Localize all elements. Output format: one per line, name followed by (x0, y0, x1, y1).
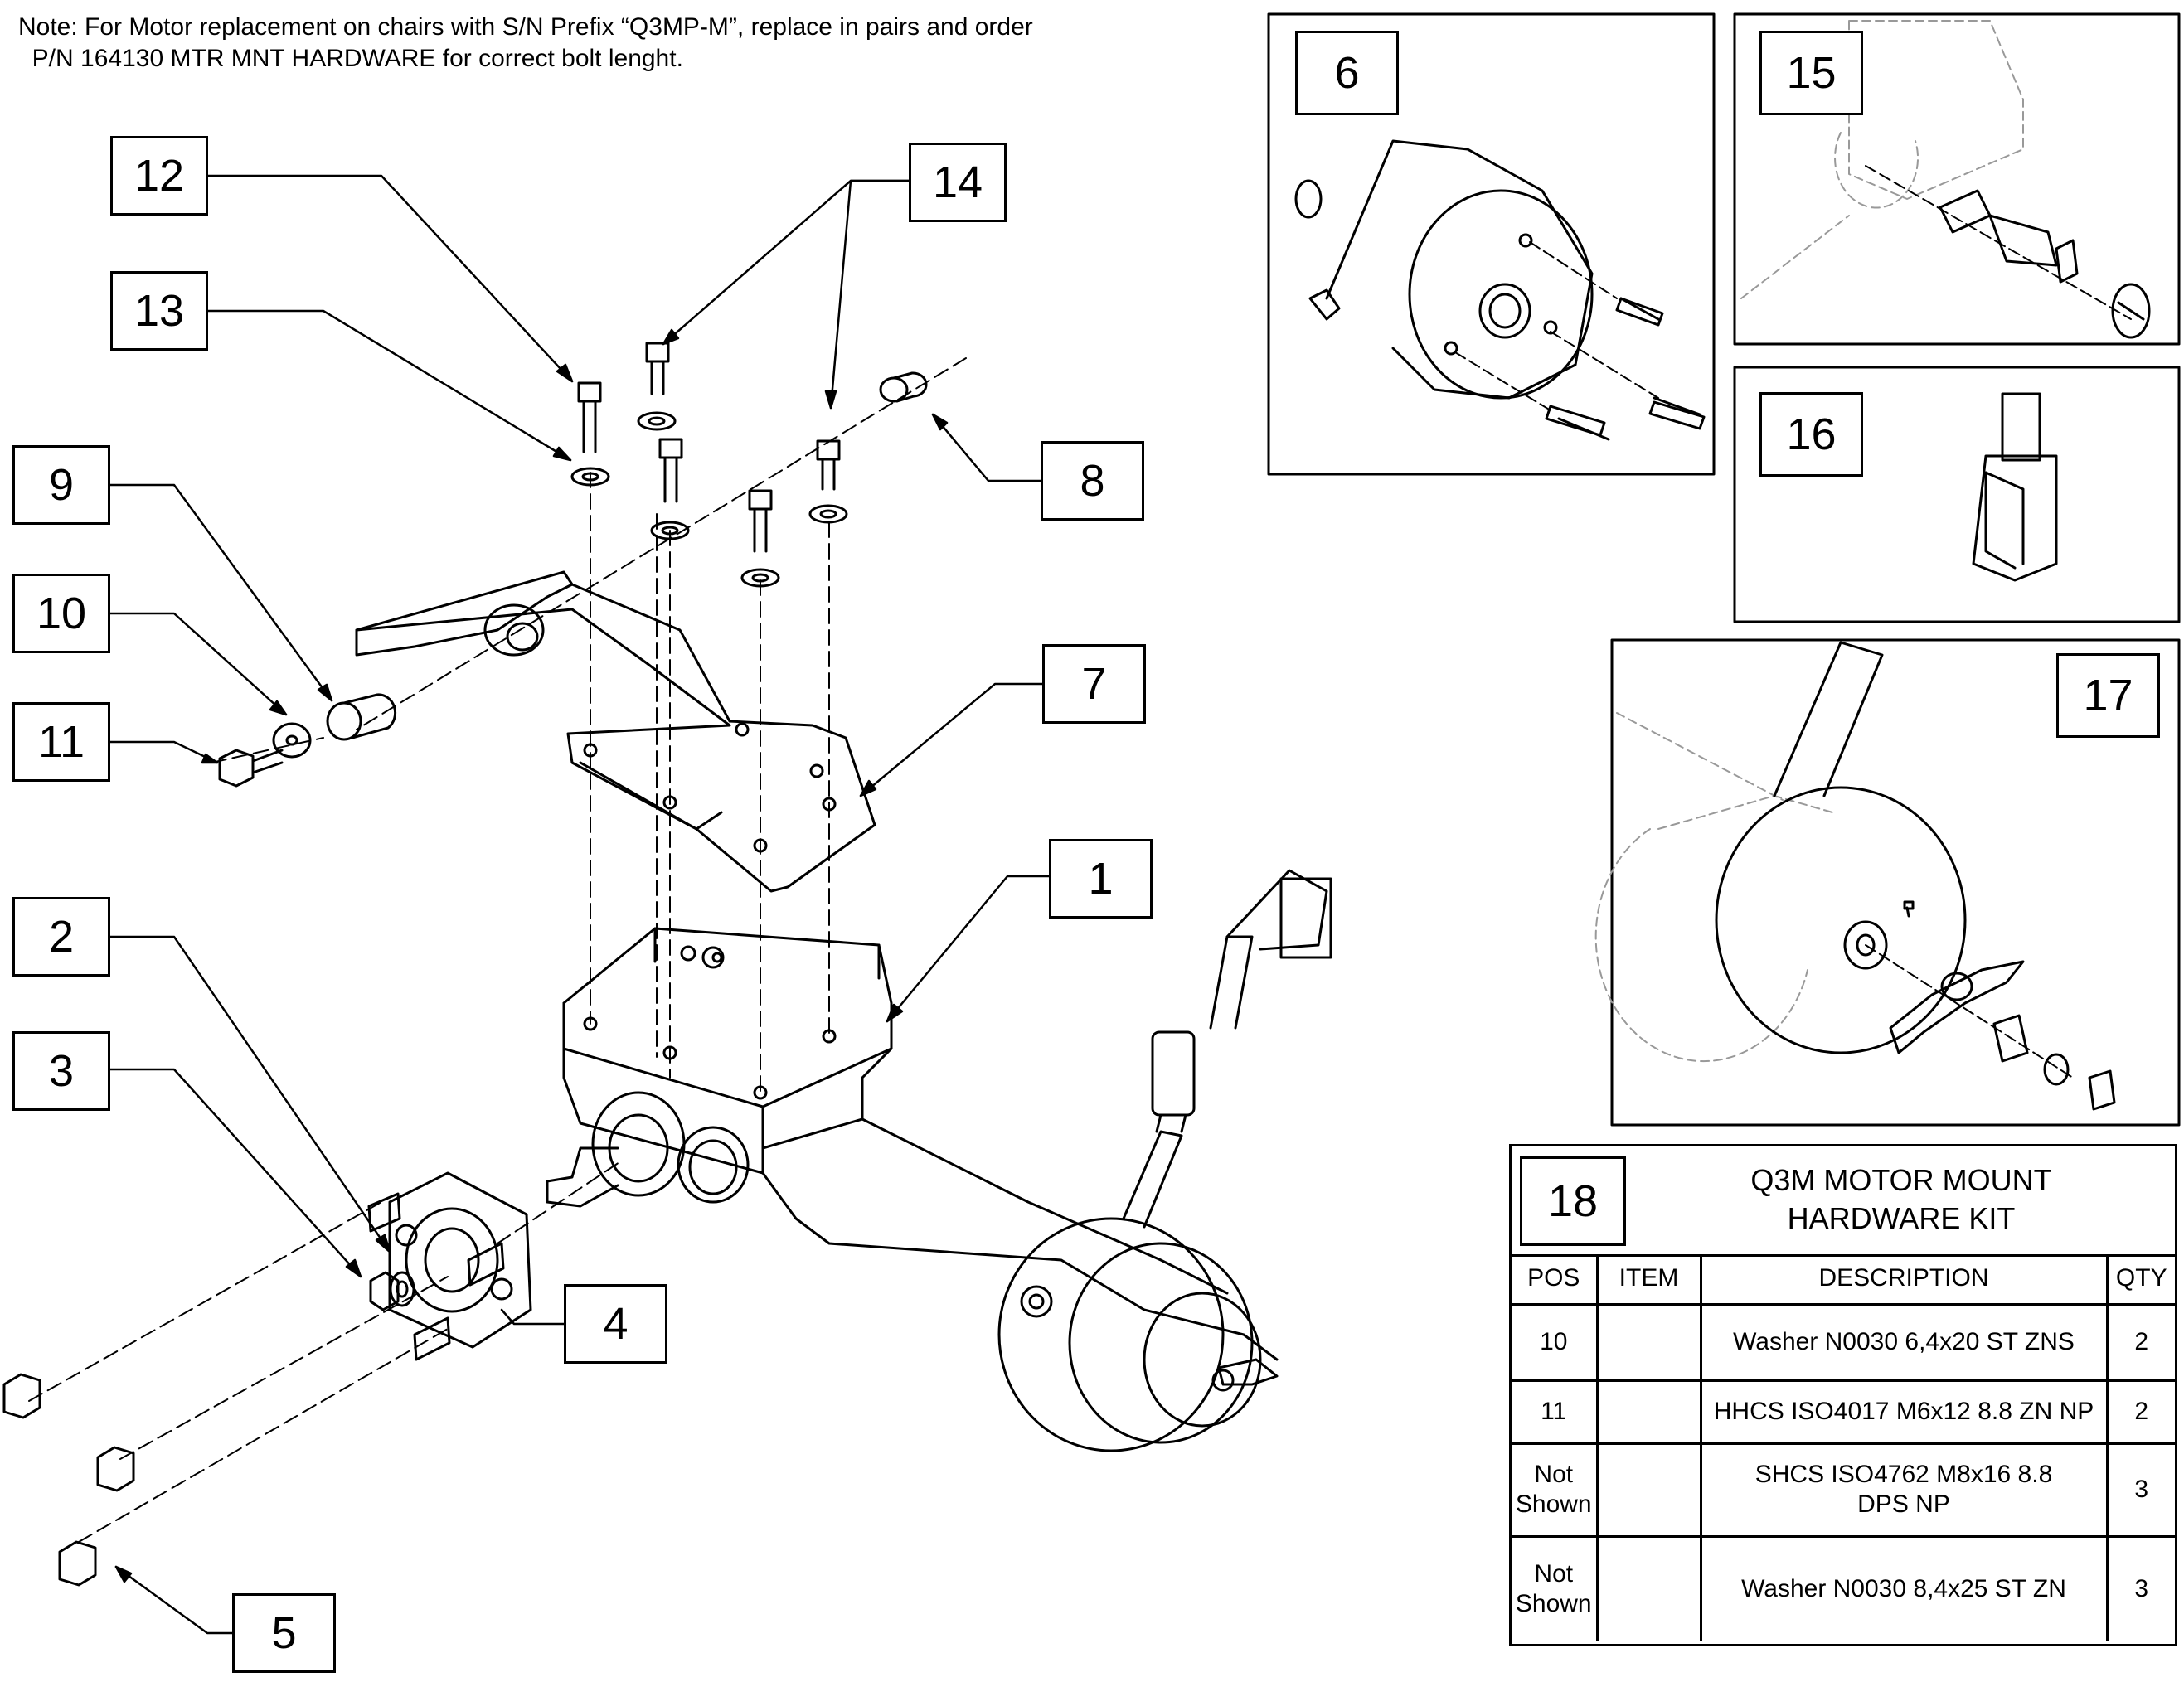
kit-title: Q3M MOTOR MOUNT HARDWARE KIT (1636, 1161, 2167, 1238)
large-washer-icon (1595, 1534, 1702, 1641)
detail-box-16 (1733, 366, 2181, 623)
kit-header: 18 Q3M MOTOR MOUNT HARDWARE KIT (1512, 1146, 2175, 1257)
pos-value: 11 (1541, 1398, 1567, 1425)
hardware-kit-table: 18 Q3M MOTOR MOUNT HARDWARE KIT POS ITEM… (1509, 1144, 2177, 1646)
pos-value-line-2: Shown (1515, 1491, 1592, 1518)
callout-13: 13 (110, 271, 208, 351)
detail-label-17: 17 (2056, 653, 2160, 738)
pos-value-line-2: Shown (1515, 1589, 1592, 1617)
pos-cell: 11 (1512, 1379, 1599, 1445)
table-row: 10 Washer N0030 6,4x20 ST ZNS 2 (1512, 1302, 2175, 1382)
col-header-item: ITEM (1595, 1254, 1702, 1306)
pos-value: 10 (1540, 1328, 1568, 1355)
detail-box-6 (1267, 12, 1716, 476)
qty-cell: 3 (2105, 1442, 2175, 1538)
detail-6-drawing (1294, 139, 1706, 441)
callout-14: 14 (909, 143, 1007, 222)
callout-12: 12 (110, 136, 208, 216)
detail-17-drawing (1594, 641, 2116, 1111)
callout-5: 5 (232, 1593, 336, 1673)
pos-value-line-1: Not (1534, 1559, 1574, 1587)
callout-7: 7 (1042, 644, 1146, 724)
kit-parts-table: POS ITEM DESCRIPTION QTY 10 Washer N0030… (1512, 1254, 2175, 1641)
qty-cell: 2 (2105, 1379, 2175, 1445)
detail-label-16: 16 (1759, 392, 1863, 477)
detail-label-6: 6 (1295, 31, 1399, 115)
callout-2: 2 (12, 897, 110, 977)
col-header-description: DESCRIPTION (1699, 1254, 2109, 1306)
callout-11: 11 (12, 702, 110, 782)
mounting-bolts (570, 342, 848, 588)
detail-box-17 (1610, 638, 2181, 1127)
gearbox-motor (546, 869, 1332, 1452)
detail-label-15: 15 (1759, 31, 1863, 115)
detail-16-drawing (1972, 392, 2058, 582)
callout-4: 4 (564, 1284, 667, 1364)
callout-3: 3 (12, 1031, 110, 1111)
replacement-note: Note: For Motor replacement on chairs wi… (18, 12, 1033, 75)
callout-8: 8 (1041, 441, 1144, 521)
alignment-lines (28, 357, 967, 1543)
kit-number: 18 (1520, 1156, 1626, 1246)
washer-icon (1595, 1302, 1702, 1382)
col-header-pos: POS (1512, 1254, 1599, 1306)
col-header-qty: QTY (2105, 1254, 2175, 1306)
motor-bracket (355, 570, 876, 893)
hex-bolt-icon (1595, 1379, 1702, 1445)
detail-box-15 (1733, 12, 2181, 346)
table-row: 11 HHCS ISO4017 M6x12 8.8 ZN NP 2 (1512, 1379, 2175, 1445)
leader-lines (109, 174, 1051, 1635)
kit-table-header-row: POS ITEM DESCRIPTION QTY (1512, 1254, 2175, 1306)
note-line-2: P/N 164130 MTR MNT HARDWARE for correct … (18, 45, 683, 72)
callout-9: 9 (12, 445, 110, 525)
description-line-1: SHCS ISO4762 M8x16 8.8 (1754, 1461, 2053, 1488)
pos-value-line-1: Not (1534, 1461, 1574, 1488)
kit-title-line-1: Q3M MOTOR MOUNT (1750, 1163, 2052, 1197)
description-cell: Washer N0030 6,4x20 ST ZNS (1699, 1302, 2109, 1382)
socket-head-screw-icon (1595, 1442, 1702, 1538)
note-line-1: Note: For Motor replacement on chairs wi… (18, 13, 1033, 41)
flange-hardware (2, 1171, 532, 1587)
detail-15-drawing (1740, 20, 2151, 339)
kit-title-line-2: HARDWARE KIT (1787, 1201, 2016, 1235)
pivot-hardware (218, 693, 397, 788)
spacer-8 (879, 371, 928, 403)
callout-1: 1 (1049, 839, 1153, 919)
description-line-2: DPS NP (1857, 1491, 1950, 1518)
description-cell: Washer N0030 8,4x25 ST ZN (1699, 1534, 2109, 1641)
description-cell: HHCS ISO4017 M6x12 8.8 ZN NP (1699, 1379, 2109, 1445)
pos-cell: 10 (1512, 1302, 1599, 1382)
qty-cell: 3 (2105, 1534, 2175, 1641)
qty-cell: 2 (2105, 1302, 2175, 1382)
callout-10: 10 (12, 574, 110, 653)
